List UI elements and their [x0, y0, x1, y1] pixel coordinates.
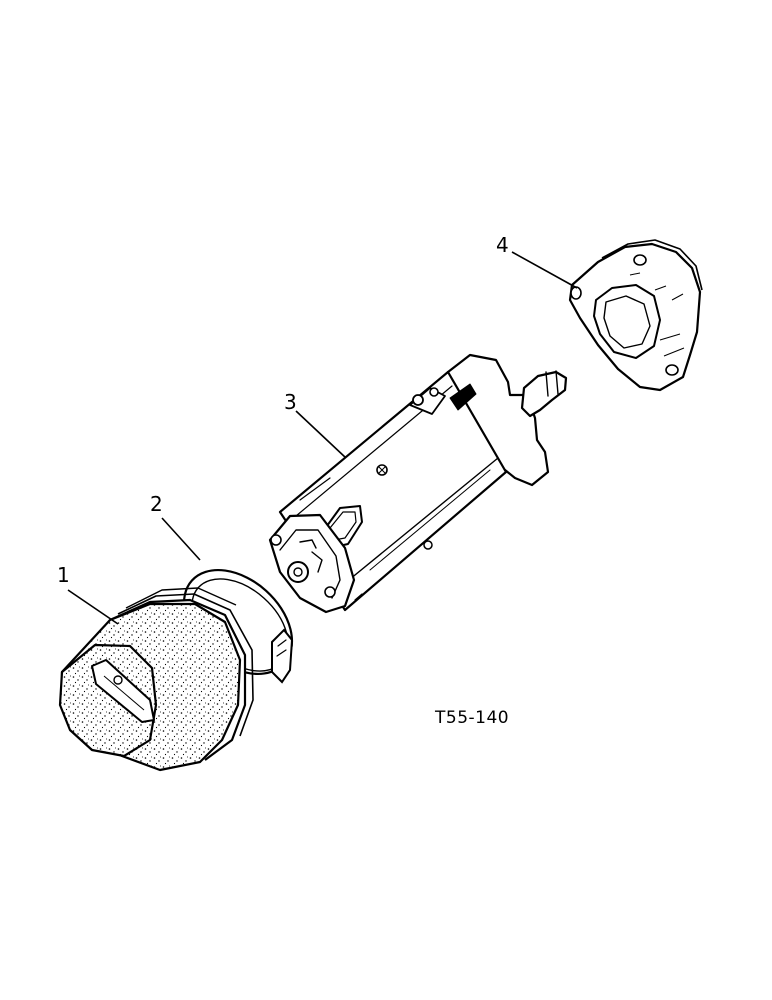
callout-3: 3: [284, 390, 297, 414]
part-1-filter-cover: [58, 587, 254, 772]
leader-line-1: [67, 589, 119, 625]
callout-2: 2: [150, 492, 163, 516]
callout-1: 1: [57, 563, 70, 587]
leader-line-3: [295, 410, 347, 459]
part-4-mounting-flange: [568, 239, 703, 392]
callout-4: 4: [496, 233, 509, 257]
leader-line-4: [511, 251, 578, 289]
figure-id-label: T55-140: [435, 708, 510, 728]
part-3-starter-motor: [268, 353, 568, 614]
leader-line-2: [161, 517, 201, 561]
